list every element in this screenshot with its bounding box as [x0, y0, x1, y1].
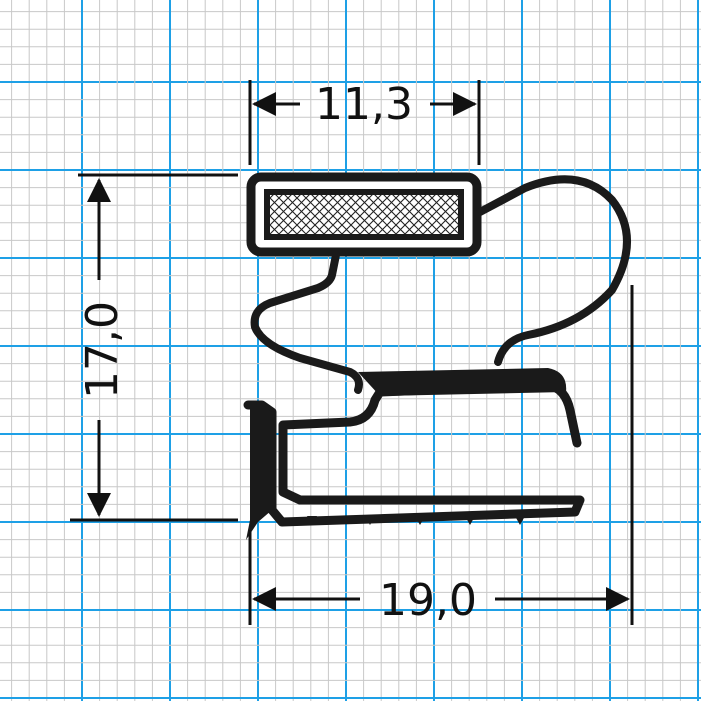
- base-profile: [243, 380, 585, 527]
- dimension-top-width: 11,3: [248, 79, 481, 165]
- dimension-height: 17,0: [70, 173, 238, 522]
- dimension-label-height: 17,0: [77, 301, 128, 399]
- dimension-label-bottom: 19,0: [379, 575, 477, 626]
- locking-teeth: [307, 516, 525, 525]
- dimension-label-top: 11,3: [315, 79, 413, 130]
- bellows-profile: [250, 251, 363, 394]
- sealing-bubble: [476, 175, 631, 366]
- dimension-bottom-width: 19,0: [248, 285, 634, 626]
- upper-ledge: [358, 368, 567, 396]
- locking-tooth: [365, 516, 375, 525]
- locking-tooth: [415, 516, 425, 525]
- locking-tooth: [515, 516, 525, 525]
- locking-tooth: [307, 516, 317, 525]
- locking-tooth: [465, 516, 475, 525]
- magnet-chamber: [246, 172, 482, 257]
- base-fill: [246, 405, 272, 540]
